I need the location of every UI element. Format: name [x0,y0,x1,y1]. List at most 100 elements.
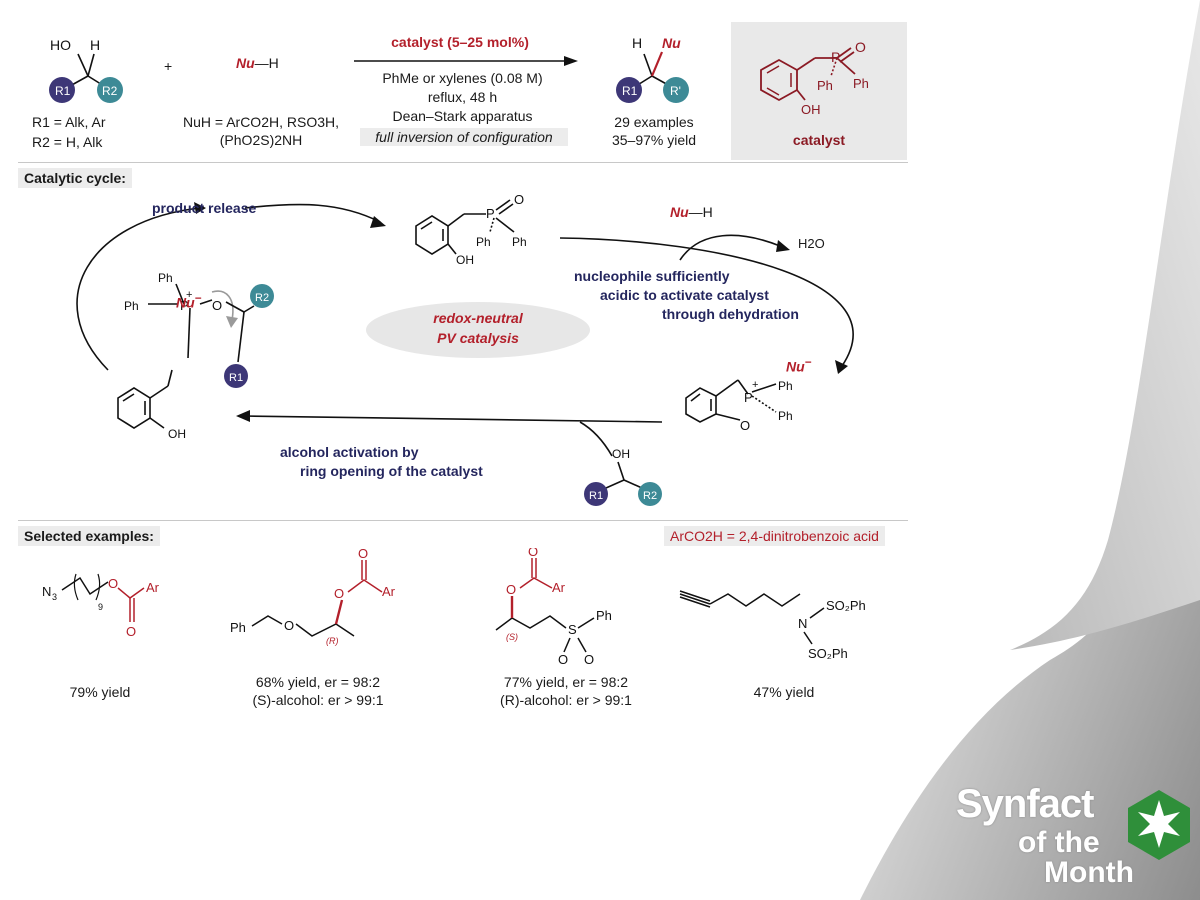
cycle-nu-label: Nu [670,204,689,220]
nu-minus-left-text: Nu [176,294,195,311]
nu-h-label: —H [254,55,279,71]
product-r2-label: R' [670,84,681,98]
catalyst-loading: catalyst (5–25 mol%) [391,34,529,50]
temperature-condition: reflux, 48 h [427,89,498,105]
svg-text:O: O [284,618,294,633]
incoming-r2-icon [638,482,662,506]
brand-word-synfact: Synfact [956,782,1094,826]
left-r2: R2 [255,292,269,304]
product-r1-icon [616,77,642,103]
incoming-r1: R1 [589,490,603,502]
phosphorane-ph1: Ph [778,379,793,393]
left-r1: R1 [229,372,243,384]
cycle-arrows: P O Ph Ph OH P O + Ph Ph [76,192,854,506]
svg-text:(R): (R) [326,636,339,646]
arco2h-note: ArCO2H = 2,4-dinitrobenzoic acid [664,526,885,546]
left-r1-icon [224,364,248,388]
center-ellipse [366,302,590,358]
example-3-structure: O O Ar (S) S Ph O O [495,548,612,667]
example-structures: N 3 9 O O Ar Ph O O O Ar (R) [42,548,866,667]
incoming-alcohol-structure [605,461,643,489]
r2-group-icon [97,77,123,103]
activation-text-3: through dehydration [662,306,799,322]
redox-neutral-label: redox-neutral [433,310,523,326]
r2-label: R2 [102,84,118,98]
svg-text:S: S [568,622,577,637]
r2-definition: R2 = H, Alk [32,134,103,150]
h-label: H [90,37,100,53]
cycle-catalyst-top [415,199,515,255]
yield-range: 35–97% yield [611,132,697,148]
incoming-r2: R2 [643,490,657,502]
example-1-structure: N 3 9 O O Ar [42,573,160,639]
catalyst-o-label: O [855,39,866,55]
svg-text:N: N [42,584,51,599]
catalyst-label: catalyst [792,132,846,148]
svg-text:O: O [126,624,136,639]
left-oh: OH [168,427,186,441]
svg-text:N: N [798,616,807,631]
svg-text:P: P [180,298,189,313]
oxyphosphonium-structure [117,283,255,429]
brand-word-month: Month [1044,856,1134,889]
incoming-oh: OH [612,447,630,461]
svg-text:Ph: Ph [230,620,246,635]
svg-text:3: 3 [52,592,57,602]
solvent-condition: PhMe or xylenes (0.08 M) [382,70,543,86]
r1-definition: R1 = Alk, Ar [32,114,106,130]
cycle-section-label: Catalytic cycle: [18,168,132,188]
product-r1-label: R1 [622,84,638,98]
nu-minus-right-text: Nu [786,358,805,375]
svg-text:O: O [558,652,568,667]
reaction-arrow [354,56,578,66]
svg-text:9: 9 [98,602,103,612]
example-2-alcohol-er: (S)-alcohol: er > 99:1 [252,692,384,708]
example-4-yield: 47% yield [753,684,815,700]
svg-text:O: O [358,548,368,561]
examples-section-label: Selected examples: [18,526,160,546]
top-ph2: Ph [512,235,527,249]
svg-text:+: + [186,289,192,301]
nu-minus-left: Nu− [176,292,202,311]
svg-text:O: O [528,548,538,559]
alcohol-activation-text-2: ring opening of the catalyst [300,463,483,479]
substrate-structure: HO H R1 R2 [49,37,123,103]
svg-text:O: O [584,652,594,667]
nuh-formula: Nu—H [670,204,713,220]
left-o: O [212,298,222,313]
example-2-structure: Ph O O O Ar (R) [230,548,396,646]
example-4-structure: N SO₂Ph SO₂Ph [679,590,866,661]
svg-text:O: O [740,418,750,433]
brand-word-of-the: of the [1018,826,1100,859]
divider-bottom [18,520,908,521]
cycle-nu-h-label: —H [688,204,713,220]
divider-top [18,162,908,163]
catalyst-oh-label: OH [801,102,821,117]
water-label: H2O [798,236,825,251]
synfact-branding: Synfact of the Month [956,782,1196,892]
pv-catalysis-label: PV catalysis [437,330,519,346]
nu-label: Nu [236,55,255,71]
svg-text:SO₂Ph: SO₂Ph [826,598,866,613]
product-nu-label: Nu [662,35,681,51]
r1-group-icon [49,77,75,103]
product-structure: H Nu R1 R' [616,35,689,103]
left-ph2: Ph [124,299,139,313]
nucleophile-definition-2: (PhO2S)2NH [219,132,303,148]
svg-text:P: P [486,206,495,221]
plus-sign: + [164,58,173,74]
product-release-label: product release [152,200,257,216]
svg-text:P: P [744,390,753,405]
left-ph1: Ph [158,271,173,285]
example-count: 29 examples [614,114,694,130]
oh-label: HO [50,37,71,53]
catalyst-ph2-label: Ph [853,76,869,91]
phosphorane-structure [685,379,777,423]
svg-text:+: + [752,379,758,391]
svg-text:Ar: Ar [146,580,160,595]
nu-minus-right: Nu− [786,356,812,375]
top-ph1: Ph [476,235,491,249]
svg-text:(S): (S) [506,632,518,642]
catalyst-box: P O Ph Ph OH catalyst [731,22,907,160]
apparatus-condition: Dean–Stark apparatus [392,108,533,124]
